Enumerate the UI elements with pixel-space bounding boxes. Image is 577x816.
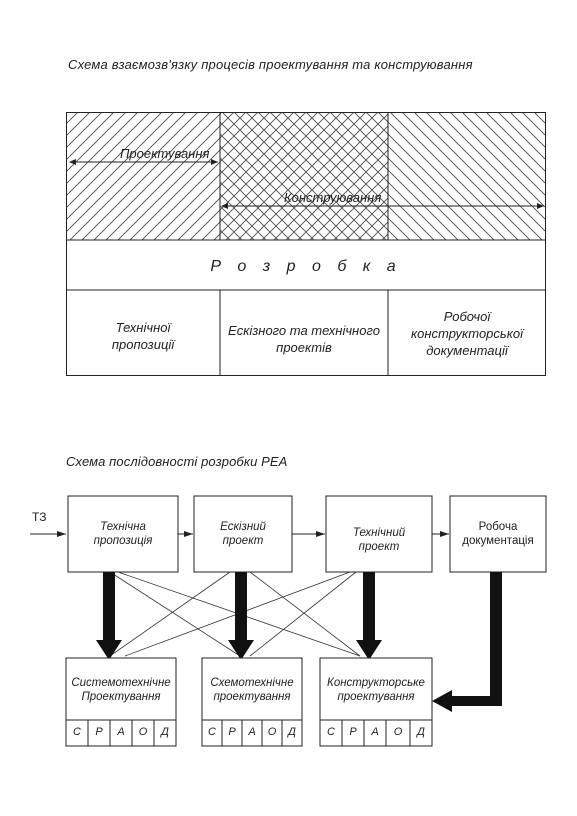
interrelation-svg (66, 112, 546, 376)
box-line: Ескізний (220, 521, 266, 533)
stage-line: Ескізного та технічного (228, 323, 380, 338)
technical-proposal-text: Технічна пропозиція (68, 520, 178, 548)
box-line: пропозиція (93, 535, 153, 547)
system-design-text: Системотехнічне Проектування (66, 676, 176, 704)
stage-line: проектів (276, 340, 332, 355)
tz-label: ТЗ (32, 510, 47, 524)
box-line: проектування (213, 691, 291, 703)
draft-project-text: Ескізний проект (194, 520, 292, 548)
technical-project-text: Технічний проект (326, 526, 432, 554)
stage-letter: С (327, 726, 335, 738)
box-line: проект (222, 535, 264, 547)
stage-letter: О (393, 726, 403, 738)
sequence-diagram: ТЗ Технічна пропозиція Ескізний проект Т… (0, 480, 577, 760)
stage-line: документації (426, 343, 508, 358)
stage-draft-technical: Ескізного та технічного проектів (220, 322, 388, 356)
box-draft-project (193, 495, 293, 573)
sequence-title: Схема послідовності розробки РЕА (66, 454, 288, 469)
constructive-design-text: Конструкторське проектування (320, 676, 432, 704)
box-technical-project (325, 495, 433, 573)
design-hatch (66, 112, 220, 240)
interrelation-diagram: Проектування Конструювання Р о з р о б к… (66, 112, 546, 376)
stage-letter: А (248, 726, 256, 738)
stage-letter: А (117, 726, 125, 738)
box-line: Технічний (352, 527, 406, 539)
stage-letter: Д (417, 726, 425, 738)
stage-letter: С (208, 726, 216, 738)
stage-letter: А (371, 726, 379, 738)
sequence-svg (30, 495, 547, 747)
box-line: Конструкторське (327, 677, 425, 689)
circuit-design-text: Схемотехнічне проектування (202, 676, 302, 704)
stage-letter: Р (228, 726, 236, 738)
stage-letter: Д (288, 726, 296, 738)
box-line: Проектування (81, 691, 161, 703)
stage-technical-proposal: Технічної пропозиції (66, 319, 220, 353)
stage-line: Технічної (115, 320, 171, 335)
overlap-hatch (220, 112, 388, 240)
interrelation-title: Схема взаємозв'язку процесів проектуванн… (68, 57, 473, 72)
box-line: Схемотехнічне (210, 677, 294, 689)
stage-letter: Р (349, 726, 357, 738)
box-system-design (65, 657, 177, 747)
construction-label: Конструювання (284, 190, 382, 205)
stage-working-docs: Робочої конструкторської документації (388, 308, 546, 359)
box-line: Системотехнічне (71, 677, 171, 689)
development-label: Р о з р о б к а (210, 258, 402, 275)
box-circuit-design (201, 657, 303, 747)
stage-line: пропозиції (111, 337, 175, 352)
box-line: Технічна (100, 521, 146, 533)
stage-line: Робочої (443, 309, 491, 324)
stage-line: конструкторської (410, 326, 524, 341)
design-label: Проектування (120, 146, 210, 161)
stage-letter: Д (161, 726, 169, 738)
box-line: документація (462, 535, 534, 547)
stage-letter: Р (95, 726, 103, 738)
box-constructive-design (319, 657, 433, 747)
stage-letter: О (267, 726, 277, 738)
box-line: Робоча (478, 521, 518, 533)
box-line: проект (358, 541, 400, 553)
construction-hatch (388, 112, 546, 240)
box-line: проектування (337, 691, 415, 703)
stage-letter: С (73, 726, 81, 738)
stage-letter: О (138, 726, 148, 738)
working-docs-text: Робоча документація (450, 520, 546, 548)
